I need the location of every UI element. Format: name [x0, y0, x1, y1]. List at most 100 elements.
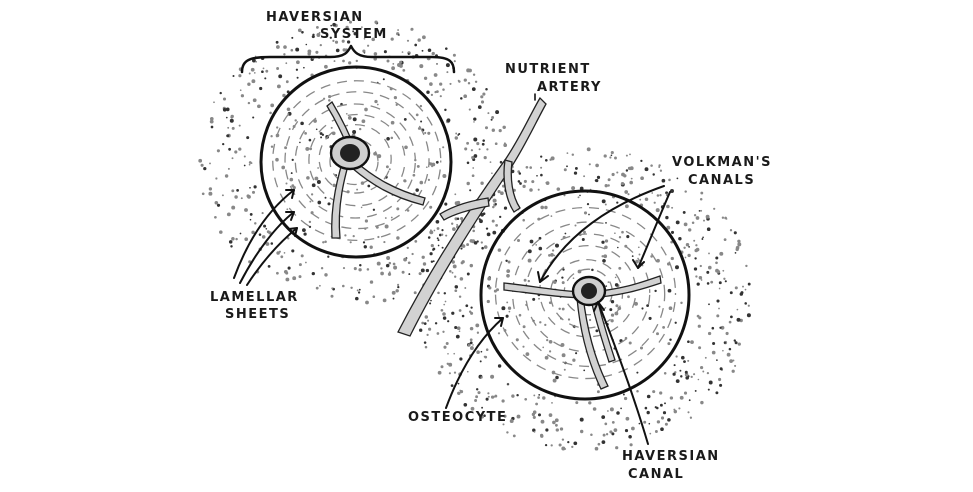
lamella-ring: [294, 103, 416, 219]
stipple-dot: [700, 279, 703, 281]
stipple-dot: [627, 193, 630, 196]
stipple-dot: [744, 302, 747, 305]
osteocyte-arrow: [445, 317, 504, 409]
haversian-system-bracket: [240, 44, 456, 74]
stipple-dot: [238, 124, 241, 127]
stipple-dot: [424, 315, 429, 319]
stipple-dot: [441, 246, 444, 249]
stipple-dot: [694, 389, 697, 392]
stipple-dot: [203, 166, 207, 171]
stipple-dot: [303, 66, 305, 69]
stipple-dot: [734, 341, 738, 345]
stipple-dot: [305, 146, 310, 151]
stipple-dot: [466, 161, 470, 165]
stipple-dot: [454, 136, 459, 140]
stipple-dot: [383, 50, 387, 54]
stipple-dot: [444, 202, 448, 206]
stipple-dot: [346, 190, 350, 194]
stipple-dot: [231, 237, 235, 241]
stipple-dot: [457, 79, 460, 82]
stipple-dot: [447, 352, 449, 355]
stipple-dot: [308, 225, 312, 229]
stipple-dot: [446, 118, 451, 123]
stipple-dot: [456, 217, 460, 221]
stipple-dot: [363, 245, 367, 249]
stipple-dot: [479, 360, 482, 363]
stipple-dot: [537, 396, 540, 399]
stipple-dot: [446, 362, 450, 366]
stipple-dot: [322, 241, 325, 244]
stipple-dot: [652, 173, 655, 176]
stipple-dot: [659, 391, 663, 395]
stipple-dot: [539, 321, 542, 324]
stipple-dot: [369, 280, 374, 284]
stipple-dot: [601, 199, 606, 204]
stipple-dot: [551, 249, 555, 252]
stipple-dot: [483, 245, 488, 249]
stipple-dot: [436, 63, 438, 65]
stipple-dot: [421, 49, 424, 52]
stipple-dot: [676, 177, 679, 180]
stipple-dot: [537, 413, 542, 417]
stipple-dot: [230, 245, 233, 248]
stipple-dot: [646, 304, 649, 307]
stipple-dot: [708, 380, 713, 385]
stipple-dot: [670, 256, 674, 261]
stipple-dot: [726, 352, 731, 357]
stipple-dot: [380, 271, 384, 276]
stipple-dot: [296, 60, 300, 65]
stipple-dot: [419, 64, 424, 69]
stipple-dot: [359, 127, 362, 131]
stipple-dot: [472, 229, 475, 233]
stipple-dot: [298, 263, 302, 267]
stipple-dot: [687, 411, 690, 414]
stipple-dot: [667, 418, 671, 422]
stipple-dot: [689, 416, 693, 419]
stipple-dot: [466, 243, 470, 247]
stipple-dot: [422, 35, 426, 40]
stipple-dot: [586, 202, 590, 206]
stipple-dot: [664, 422, 668, 426]
stipple-dot: [706, 282, 710, 285]
stipple-dot: [416, 164, 420, 168]
stipple-dot: [347, 116, 352, 120]
stipple-dot: [529, 188, 533, 192]
stipple-dot: [506, 269, 511, 273]
stipple-dot: [441, 229, 444, 232]
stipple-dot: [522, 325, 526, 329]
stipple-dot: [476, 331, 480, 334]
stipple-dot: [229, 118, 234, 123]
stipple-dot: [357, 291, 361, 294]
stipple-dot: [461, 314, 465, 318]
stipple-dot: [609, 308, 613, 312]
stipple-dot: [361, 26, 363, 28]
stipple-dot: [486, 232, 491, 237]
osteon-bottom-right: [479, 189, 691, 401]
stipple-dot: [648, 316, 652, 320]
stipple-dot: [673, 364, 676, 367]
stipple-dot: [440, 308, 444, 312]
stipple-dot: [484, 126, 489, 130]
stipple-dot: [687, 359, 690, 362]
stipple-dot: [601, 440, 606, 444]
stipple-dot: [430, 93, 434, 97]
stipple-dot: [487, 276, 492, 281]
stipple-dot: [571, 445, 574, 449]
stipple-dot: [533, 430, 536, 433]
stipple-dot: [466, 181, 470, 186]
stipple-dot: [611, 421, 615, 424]
stipple-dot: [614, 276, 617, 279]
stipple-dot: [548, 339, 553, 344]
stipple-dot: [442, 316, 447, 320]
stipple-dot: [238, 74, 242, 78]
stipple-dot: [341, 39, 345, 43]
stipple-dot: [482, 139, 485, 142]
stipple-dot: [333, 60, 336, 63]
volkmans-canals-arrows: [537, 185, 671, 283]
stipple-dot: [285, 80, 289, 84]
stipple-dot: [607, 178, 611, 182]
stipple-dot: [634, 301, 638, 306]
stipple-dot: [227, 126, 230, 129]
stipple-dot: [457, 382, 460, 385]
stipple-dot: [466, 141, 470, 145]
